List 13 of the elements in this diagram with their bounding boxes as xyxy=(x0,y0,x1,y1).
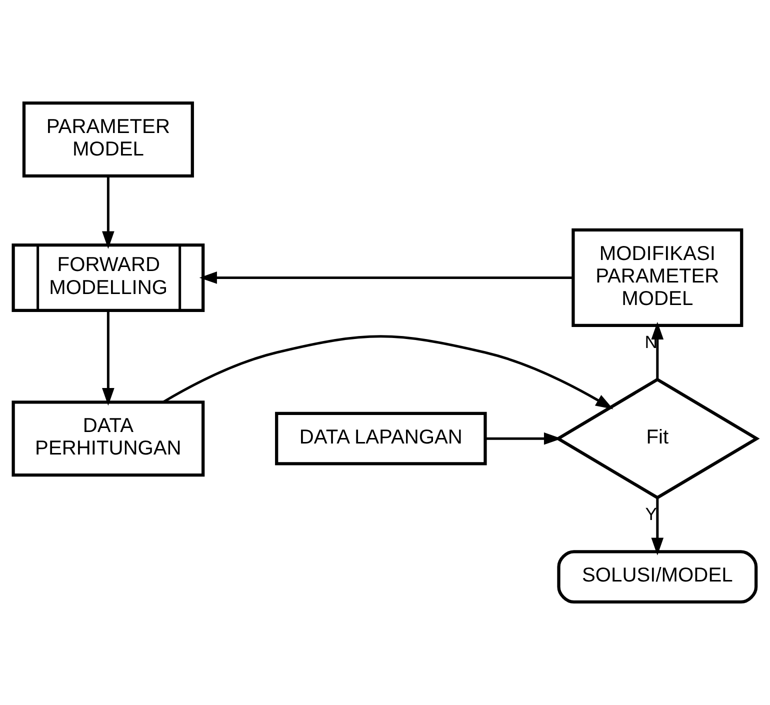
node-box: FORWARD MODELLING xyxy=(12,243,205,312)
arrow xyxy=(102,310,114,406)
node-box: MODIFIKASI PARAMETER MODEL xyxy=(572,228,744,328)
node-diamond: Fit xyxy=(555,378,760,500)
node-box: DATA LAPANGAN xyxy=(275,412,487,466)
node-box: SOLUSI/MODEL xyxy=(557,550,758,604)
arrow xyxy=(651,322,664,380)
node-box: PARAMETER MODEL xyxy=(22,101,194,178)
arrow xyxy=(162,335,614,410)
node-box: DATA PERHITUNGAN xyxy=(12,400,205,477)
arrow xyxy=(199,272,574,284)
arrow xyxy=(486,432,562,445)
arrow xyxy=(102,176,114,249)
